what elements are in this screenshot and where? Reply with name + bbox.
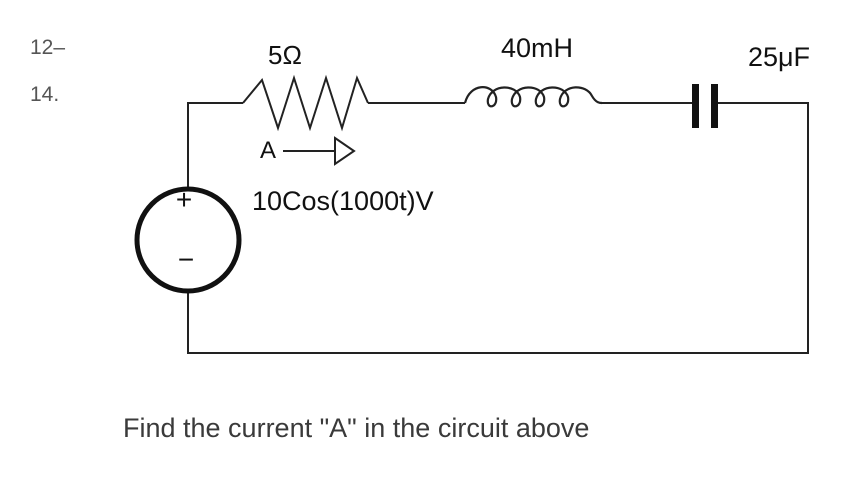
question-text: Find the current "A" in the circuit abov… [123,413,590,443]
source-label: 10Cos(1000t)V [252,186,434,216]
capacitor-label: 25μF [748,42,810,72]
wire-left-top [187,102,243,190]
current-arrow-head [334,136,356,166]
problem-number-line2: 14. [30,83,60,106]
problem-number-line1: 12– [30,36,66,59]
voltage-source [134,186,242,294]
current-label: A [260,137,276,164]
circuit-diagram: + − 5Ω 40mH 25μF A 10Cos(1000t)V [134,33,810,354]
source-minus-sign: − [178,244,194,275]
inductor-40mh [463,86,603,108]
resistor-label: 5Ω [268,40,302,70]
resistor-5ohm [242,74,369,132]
wire-capacitor-right [187,102,809,354]
inductor-label: 40mH [501,33,573,63]
capacitor-plate-right [711,84,718,128]
capacitor-plate-left [692,84,699,128]
source-plus-sign: + [176,184,192,215]
